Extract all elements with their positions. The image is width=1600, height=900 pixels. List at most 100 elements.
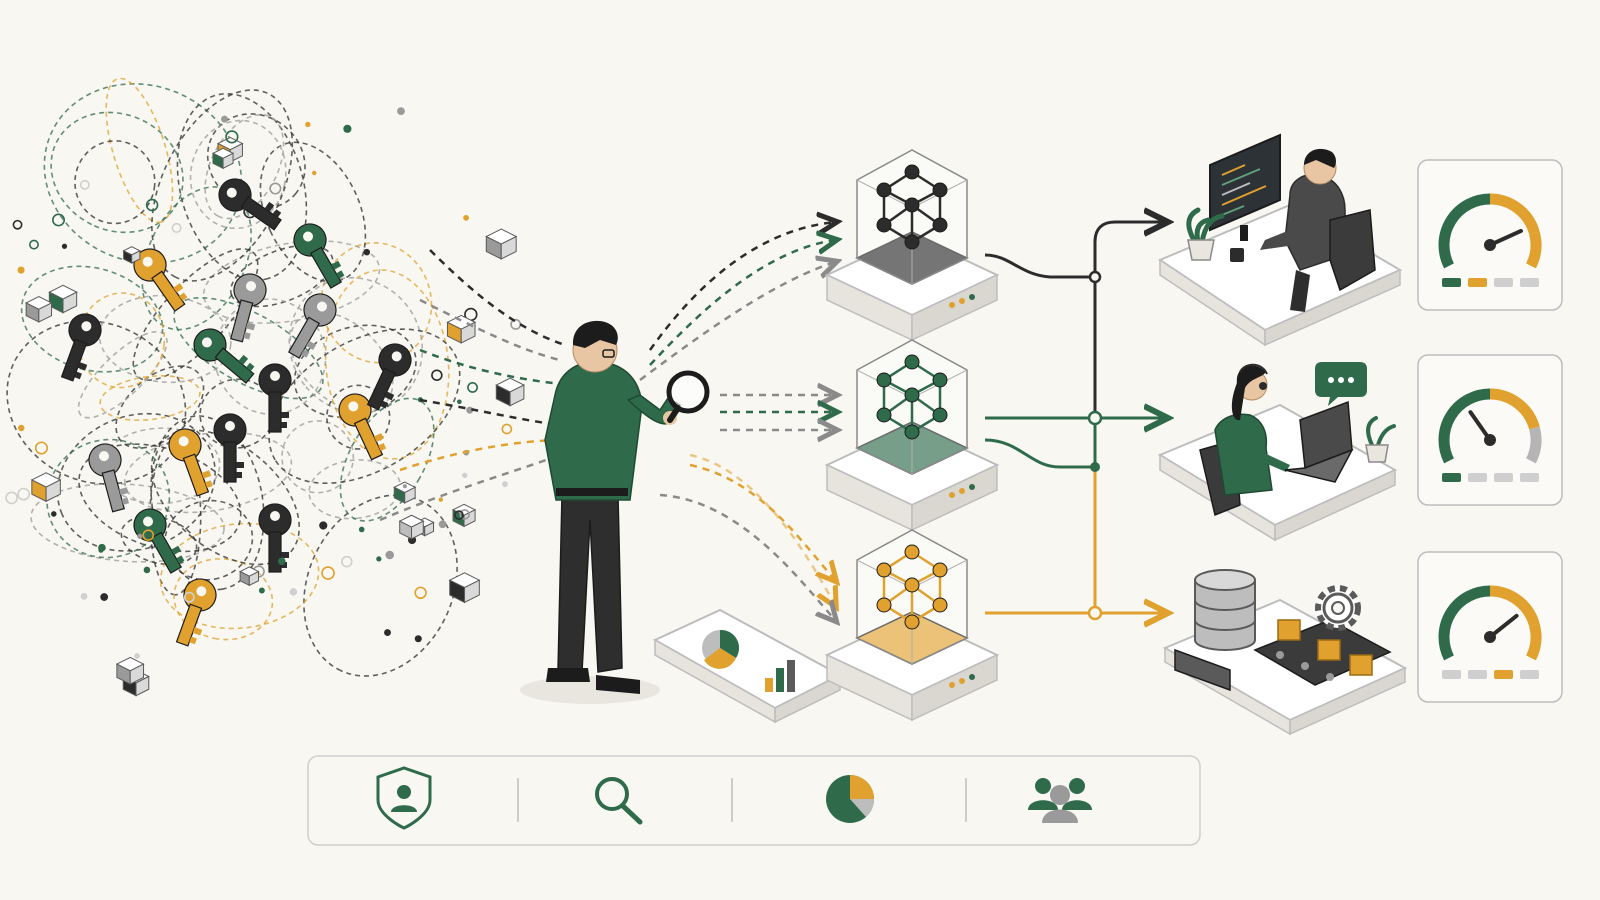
incoming-flow-lines (379, 249, 571, 522)
gauge-indicator (1494, 670, 1513, 679)
ring-particle (510, 318, 522, 330)
gauge-arc-gold (1489, 193, 1540, 235)
status-led (969, 674, 975, 680)
ring-particle (34, 441, 49, 455)
tangled-keys-cluster (5, 77, 526, 697)
potted-plant-icon (1365, 416, 1396, 463)
gauge-indicator (1468, 278, 1487, 287)
gauge-indicator (1520, 278, 1539, 287)
routing-lines (984, 222, 1165, 619)
gauge-arc-gold (1489, 585, 1540, 627)
status-led (959, 678, 965, 684)
ring-particle (29, 239, 39, 250)
gauge-card (1417, 551, 1563, 703)
tangle-loop (281, 420, 355, 494)
ring-particle (341, 555, 353, 568)
tangle-loop (308, 459, 402, 520)
dot-particle (17, 266, 25, 274)
gauge-hub (1484, 434, 1496, 446)
gauge-indicator (1442, 278, 1461, 287)
tangle-loop (202, 240, 381, 324)
network-node (904, 354, 920, 370)
model-stacks (824, 149, 1000, 722)
analyst-hair (572, 320, 618, 348)
cube-particle (485, 228, 518, 260)
gauge-card (1417, 354, 1563, 506)
tangle-loop (50, 111, 184, 234)
stack-green (824, 339, 1000, 532)
network-node (904, 164, 920, 180)
dot-particle (305, 121, 311, 128)
key-icon (88, 443, 130, 513)
gauge-arc-green (1438, 388, 1491, 464)
network-node (904, 424, 920, 440)
ring-particle (225, 130, 239, 144)
status-led (959, 488, 965, 494)
gauge-indicator (1468, 473, 1487, 482)
analyst-glasses (602, 349, 615, 358)
network-node (904, 577, 920, 593)
ring-particle (467, 381, 478, 393)
analyst-to-stack-flows (639, 222, 835, 620)
data-pipeline (1162, 569, 1408, 736)
network-node (904, 197, 920, 213)
dot-particle (463, 214, 469, 221)
tangle-loop (105, 77, 174, 224)
dot-particle (277, 557, 286, 566)
pie-chart-icon[interactable] (826, 775, 875, 823)
status-led (949, 492, 955, 498)
key-icon (293, 223, 345, 289)
network-node (876, 372, 892, 388)
gauge-arc-green (1438, 193, 1491, 269)
dot-particle (358, 526, 365, 533)
analyst-right-shoe (596, 675, 640, 694)
gauge-hub (1484, 239, 1496, 251)
performance-gauges (1417, 159, 1563, 703)
dot-particle (376, 556, 382, 562)
ring-particle (183, 591, 195, 603)
dot-particle (457, 399, 462, 405)
tangle-loop (189, 119, 287, 230)
dot-particle (258, 587, 265, 594)
key-icon (60, 313, 102, 382)
tangle-loop (229, 244, 334, 308)
status-led (969, 294, 975, 300)
network-node (904, 544, 920, 560)
cube-particle (446, 314, 477, 344)
cube-particle (393, 481, 417, 504)
gauge-indicator (1442, 473, 1461, 482)
dot-particle (319, 521, 328, 530)
gauge-indicator (1494, 473, 1513, 482)
dot-particle (289, 588, 298, 596)
cube-particle (448, 572, 481, 604)
dot-particle (462, 472, 468, 478)
tablet-bar-chart-icon (765, 660, 795, 692)
dot-particle (98, 547, 104, 553)
router-node-green (1087, 410, 1103, 426)
dot-particle (438, 497, 444, 502)
tangle-loop (199, 378, 275, 449)
gauge-developer (1417, 159, 1563, 311)
analyst-trousers (557, 494, 623, 673)
team-icon[interactable] (1028, 778, 1092, 823)
tangle-loop (46, 438, 171, 559)
gauge-arc-gold (1489, 388, 1540, 430)
status-led (949, 682, 955, 688)
ring-particle (12, 219, 23, 230)
dot-particle (80, 592, 88, 600)
network-node (904, 387, 920, 403)
network-node (932, 407, 948, 423)
gauge-indicator (1442, 670, 1461, 679)
gauge-arc-end (1525, 231, 1542, 269)
ring-particle (414, 586, 427, 600)
chat-bubble-icon (1315, 362, 1367, 406)
stack-dark (824, 149, 1000, 342)
dot-particle (414, 635, 422, 643)
cube-particle (211, 147, 235, 170)
developer-workstation (1157, 133, 1403, 347)
search-icon[interactable] (595, 777, 643, 825)
shield-user-icon[interactable] (376, 766, 432, 830)
gauge-pipeline (1417, 551, 1563, 703)
gauge-indicator (1520, 670, 1539, 679)
key-icon (230, 273, 267, 343)
